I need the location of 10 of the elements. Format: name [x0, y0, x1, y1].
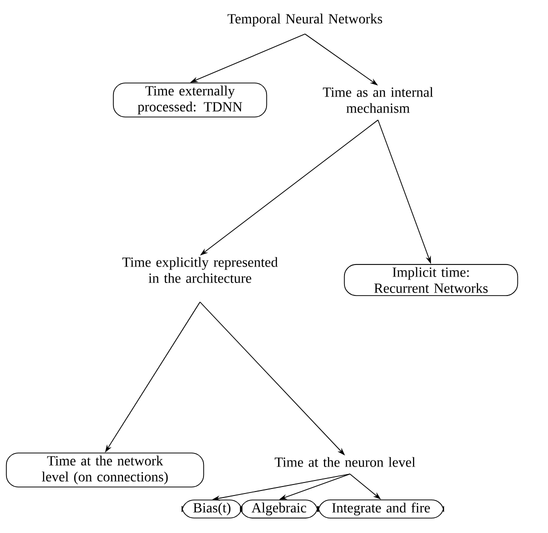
rounded-box: Time at the network level (on connections) — [6, 452, 204, 488]
node-label: Temporal Neural Networks — [228, 14, 382, 26]
rounded-box: Integrate and fire — [318, 500, 444, 519]
rounded-box: Implicit time: Recurrent Networks — [344, 264, 518, 296]
rounded-box: Algebraic — [240, 500, 318, 518]
rounded-box: Time externally processed: TDNN — [112, 82, 268, 118]
node-label: Time explicitly represented in the architecture — [122, 257, 278, 283]
node-label: Time as an internal mechanism — [322, 87, 434, 113]
rounded-box: Bias(t) — [182, 500, 242, 518]
node-label: Time at the neuron level — [274, 457, 416, 467]
